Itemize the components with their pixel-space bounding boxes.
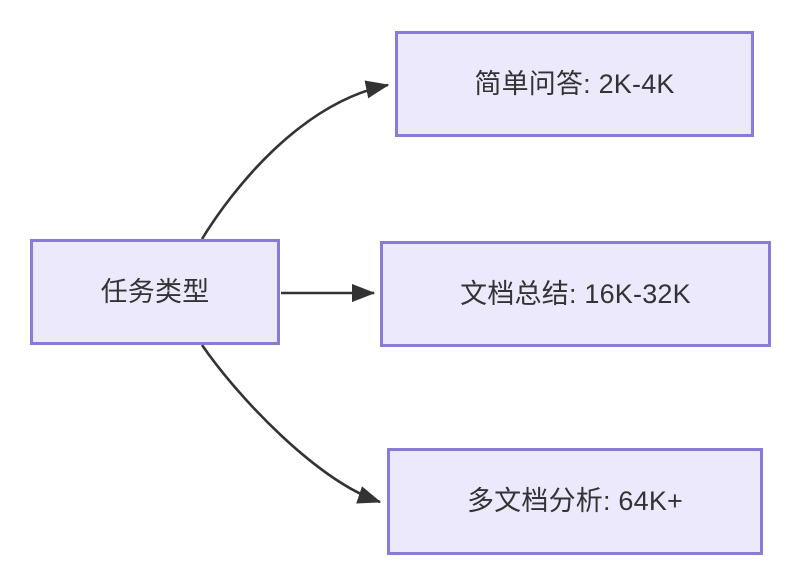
edge-root-to-multidoc-analysis — [200, 344, 382, 504]
node-task-type[interactable]: 任务类型 — [30, 239, 280, 345]
node-doc-summary-label: 文档总结: 16K-32K — [460, 278, 691, 309]
edge-root-to-simple-qa — [200, 80, 390, 240]
node-simple-qa-label: 简单问答: 2K-4K — [474, 68, 675, 99]
node-task-type-label: 任务类型 — [100, 276, 210, 307]
node-multidoc-analysis[interactable]: 多文档分析: 64K+ — [387, 448, 763, 555]
node-simple-qa[interactable]: 简单问答: 2K-4K — [395, 31, 754, 137]
node-multidoc-analysis-label: 多文档分析: 64K+ — [466, 486, 683, 517]
node-doc-summary[interactable]: 文档总结: 16K-32K — [380, 241, 771, 347]
